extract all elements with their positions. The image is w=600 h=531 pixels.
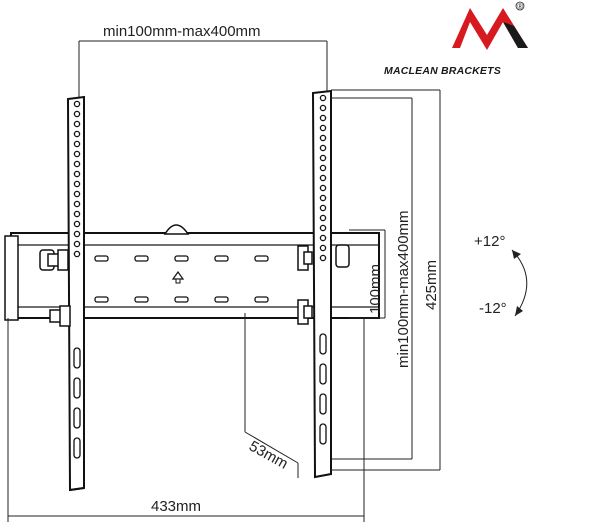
- tilt-up-label: +12°: [474, 233, 505, 250]
- arm-height-dimension: 425mm: [331, 89, 441, 471]
- right-lower-knob: [297, 299, 313, 325]
- depth-label: 53mm: [246, 438, 291, 473]
- arm-height-label: 425mm: [423, 260, 440, 310]
- registered-mark: ®: [517, 2, 523, 11]
- level-clip: [163, 224, 190, 235]
- up-arrow-icon: [171, 270, 185, 284]
- right-arm-holes: [319, 94, 327, 262]
- rail-height-dimension: 100mm: [349, 229, 386, 319]
- rail-height-label: 100mm: [367, 264, 384, 314]
- tilt-arrow-up-icon: [512, 250, 521, 259]
- right-arm: [297, 89, 332, 479]
- right-arm-slots: [319, 333, 327, 445]
- left-lower-knob: [49, 305, 71, 327]
- tilt-indicator: +12° -12°: [474, 233, 528, 317]
- brand-logo: ® MACLEAN BRACKETS: [384, 1, 528, 77]
- left-arm-holes: [73, 100, 81, 258]
- vesa-height-label: min100mm-max400mm: [395, 210, 412, 368]
- depth-dimension: 53mm: [244, 313, 299, 478]
- brand-name: MACLEAN BRACKETS: [384, 65, 501, 77]
- tilt-down-label: -12°: [479, 300, 507, 317]
- total-width-dimension: 433mm: [7, 318, 365, 522]
- tilt-arrow-down-icon: [515, 306, 523, 316]
- left-arm: [47, 95, 85, 492]
- maclean-m-logo-shadow: [503, 22, 528, 48]
- left-arm-slots: [73, 347, 81, 459]
- vesa-width-dimension: min100mm-max400mm: [78, 23, 328, 98]
- right-tilt-knob: [297, 245, 313, 271]
- left-tilt-knob: [47, 249, 69, 271]
- vesa-width-label: min100mm-max400mm: [103, 23, 261, 40]
- total-width-label: 433mm: [151, 498, 201, 515]
- rail-slots: [94, 255, 269, 303]
- vesa-height-dimension: min100mm-max400mm: [331, 97, 413, 460]
- maclean-m-logo-icon: [452, 8, 528, 50]
